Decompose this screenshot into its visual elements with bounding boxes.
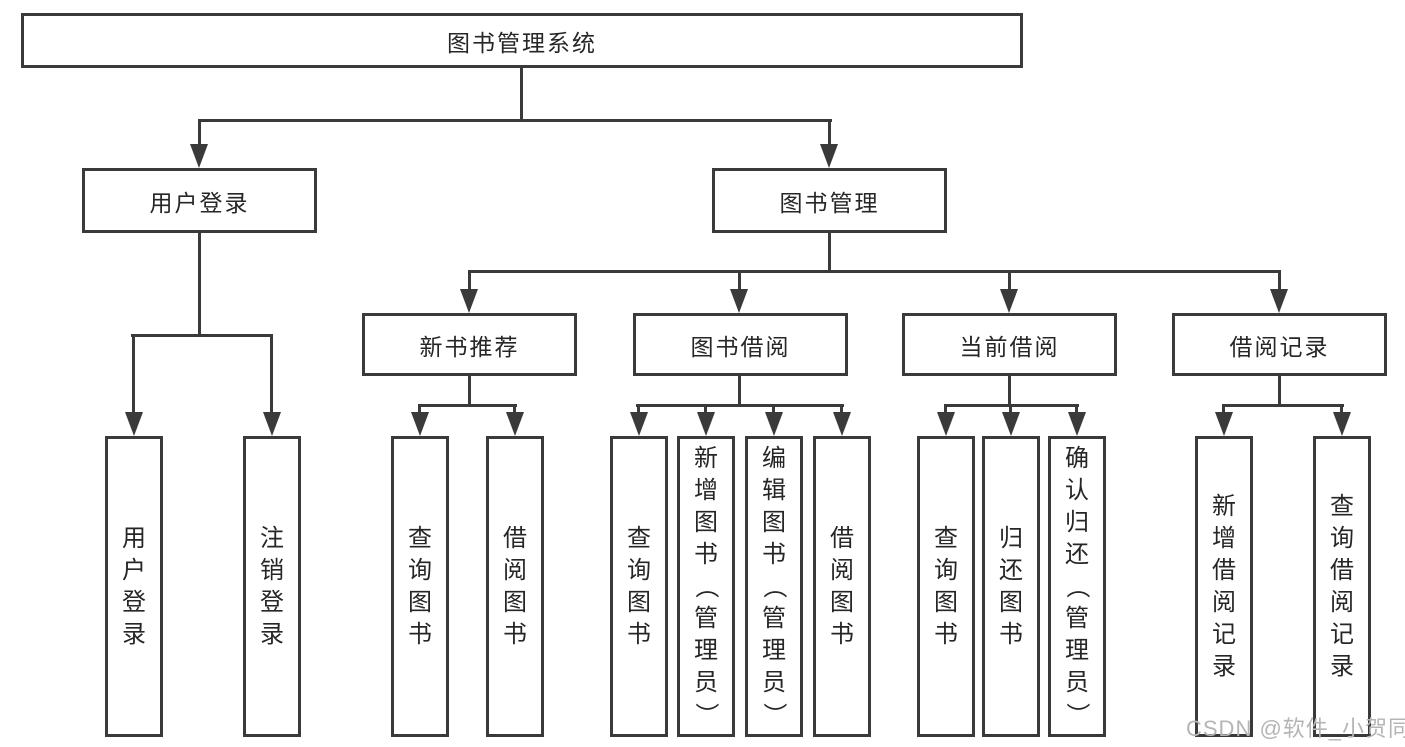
- node-leaf-user-login: 用户登录: [105, 436, 163, 737]
- connector-line: [738, 270, 741, 292]
- arrowhead-down-icon: [697, 412, 715, 436]
- arrowhead-down-icon: [1215, 412, 1233, 436]
- arrowhead-down-icon: [411, 412, 429, 436]
- connector-line: [636, 404, 844, 407]
- arrowhead-down-icon: [820, 144, 838, 168]
- arrowhead-down-icon: [630, 412, 648, 436]
- connector-line: [828, 119, 831, 151]
- connector-line: [198, 230, 201, 337]
- arrowhead-down-icon: [125, 412, 143, 436]
- connector-line: [1278, 270, 1281, 292]
- node-borrowing-records: 借阅记录: [1172, 313, 1387, 376]
- node-leaf-borrow-books-newbook: 借阅图书: [486, 436, 544, 737]
- arrowhead-down-icon: [1333, 412, 1351, 436]
- arrowhead-down-icon: [1270, 289, 1288, 313]
- arrowhead-down-icon: [506, 412, 524, 436]
- csdn-watermark: CSDN @软件_小贺同学: [1186, 716, 1405, 741]
- connector-line: [468, 270, 1281, 273]
- arrowhead-down-icon: [730, 289, 748, 313]
- node-new-book-recommend: 新书推荐: [362, 313, 577, 376]
- connector-line: [198, 119, 832, 122]
- node-user-login: 用户登录: [82, 168, 317, 233]
- node-book-borrowing: 图书借阅: [633, 313, 848, 376]
- node-book-management: 图书管理: [712, 168, 947, 233]
- arrowhead-down-icon: [1068, 412, 1086, 436]
- connector-line: [468, 270, 471, 292]
- node-leaf-return-books: 归还图书: [982, 436, 1040, 737]
- connector-line: [1008, 374, 1011, 407]
- node-leaf-edit-books-admin: 编辑图书（管理员）: [745, 436, 803, 737]
- connector-line: [520, 66, 523, 122]
- arrowhead-down-icon: [833, 412, 851, 436]
- arrowhead-down-icon: [937, 412, 955, 436]
- arrowhead-down-icon: [1000, 289, 1018, 313]
- connector-line: [132, 334, 135, 418]
- connector-line: [468, 374, 471, 407]
- node-leaf-query-books-newbook: 查询图书: [391, 436, 449, 737]
- connector-line: [738, 374, 741, 407]
- arrowhead-down-icon: [263, 412, 281, 436]
- node-current-borrowing: 当前借阅: [902, 313, 1117, 376]
- arrowhead-down-icon: [765, 412, 783, 436]
- node-leaf-logout: 注销登录: [243, 436, 301, 737]
- connector-line: [131, 334, 273, 337]
- node-leaf-confirm-return-admin: 确认归还（管理员）: [1048, 436, 1106, 737]
- connector-line: [270, 334, 273, 418]
- node-leaf-borrow-books-borrowing: 借阅图书: [813, 436, 871, 737]
- connector-line: [418, 404, 517, 407]
- arrowhead-down-icon: [190, 144, 208, 168]
- connector-line: [198, 119, 201, 151]
- node-library-management-system: 图书管理系统: [21, 13, 1023, 68]
- node-leaf-query-books-current: 查询图书: [917, 436, 975, 737]
- arrowhead-down-icon: [1002, 412, 1020, 436]
- node-leaf-query-borrow-record: 查询借阅记录: [1313, 436, 1371, 737]
- connector-line: [1222, 404, 1344, 407]
- arrowhead-down-icon: [460, 289, 478, 313]
- node-leaf-add-books-admin: 新增图书（管理员）: [677, 436, 735, 737]
- connector-line: [828, 230, 831, 273]
- node-leaf-add-borrow-record: 新增借阅记录: [1195, 436, 1253, 737]
- connector-line: [1008, 270, 1011, 292]
- connector-line: [1278, 374, 1281, 407]
- node-leaf-query-books-borrowing: 查询图书: [610, 436, 668, 737]
